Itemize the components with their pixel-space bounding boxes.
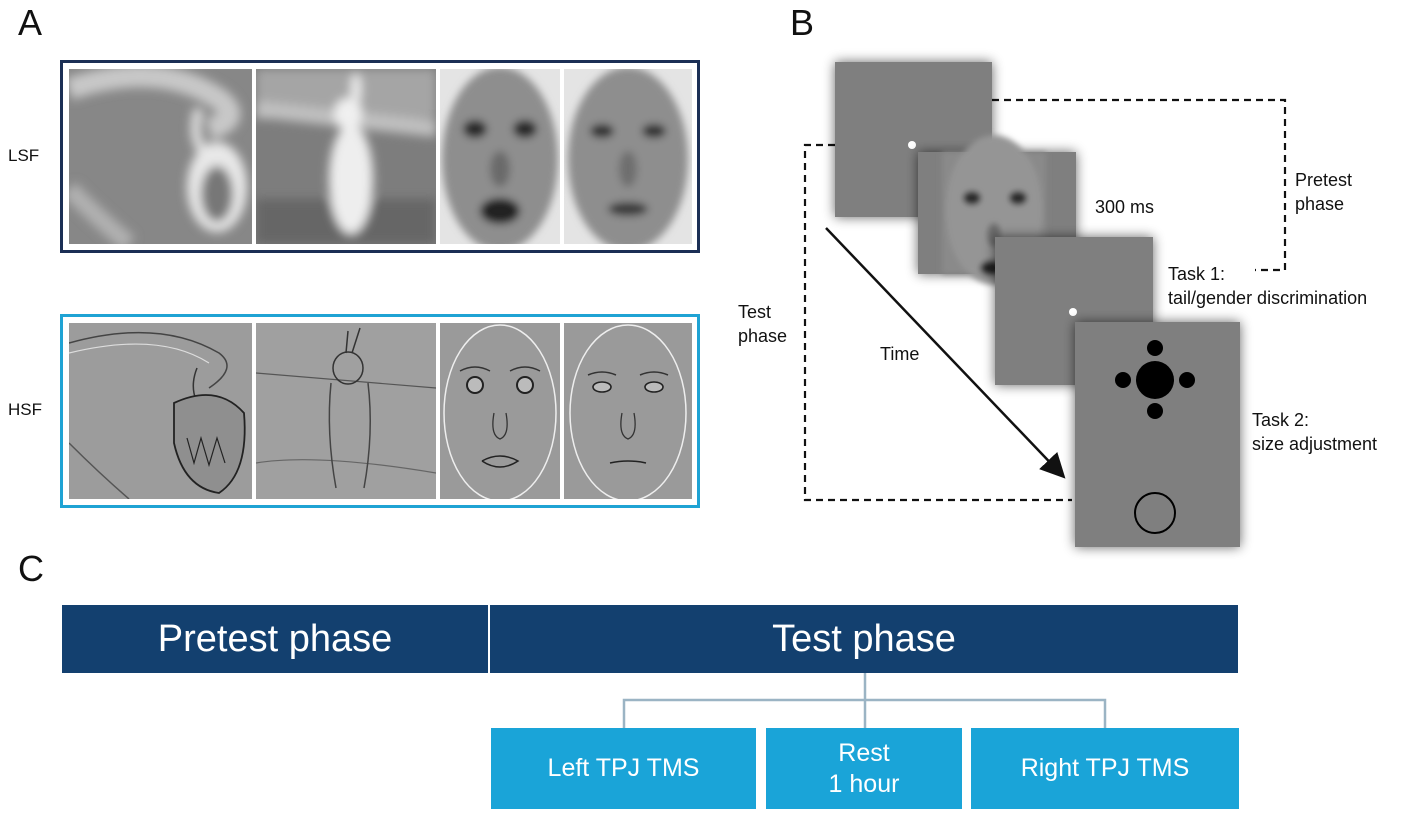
adjustable-circle (1134, 492, 1176, 534)
pretest-bracket (992, 98, 1287, 272)
trial-sequence-diagram (803, 62, 1287, 547)
lsf-neutral-face-image (564, 69, 692, 244)
lsf-rabbit-image (256, 69, 436, 244)
fixation-dot-2 (1069, 308, 1077, 316)
size-adjustment-screen (1075, 322, 1240, 547)
panel-label-c: C (18, 548, 44, 589)
hsf-neutral-face-image (564, 323, 692, 499)
time-label: Time (880, 344, 920, 364)
lsf-fearful-face-image (440, 69, 560, 244)
task1-label: Task 1:tail/gender discrimination (1168, 264, 1368, 308)
test-bracket (803, 143, 1072, 502)
hsf-rabbit-image (256, 323, 436, 499)
hsf-snake-image (69, 323, 252, 499)
hsf-fearful-face-image (440, 323, 560, 499)
lsf-image-strip (60, 60, 700, 253)
task2-label: Task 2:size adjustment (1252, 410, 1378, 454)
right-tpj-tms-box: Right TPJ TMS (971, 728, 1239, 809)
duration-label: 300 ms (1095, 197, 1155, 217)
lsf-row-label: LSF (8, 146, 40, 165)
lsf-snake-image (69, 69, 252, 244)
pretest-phase-bar: Pretest phase (62, 605, 488, 673)
left-tpj-tms-box: Left TPJ TMS (491, 728, 756, 809)
panel-label-a: A (18, 2, 43, 43)
time-arrow (825, 227, 1066, 479)
panel-label-b: B (790, 2, 815, 43)
hsf-image-strip (60, 314, 700, 508)
fixation-dot-1 (908, 141, 916, 149)
test-phase-bar: Test phase (490, 605, 1238, 673)
ebbinghaus-figure (1115, 340, 1195, 419)
hsf-row-label: HSF (8, 400, 42, 419)
